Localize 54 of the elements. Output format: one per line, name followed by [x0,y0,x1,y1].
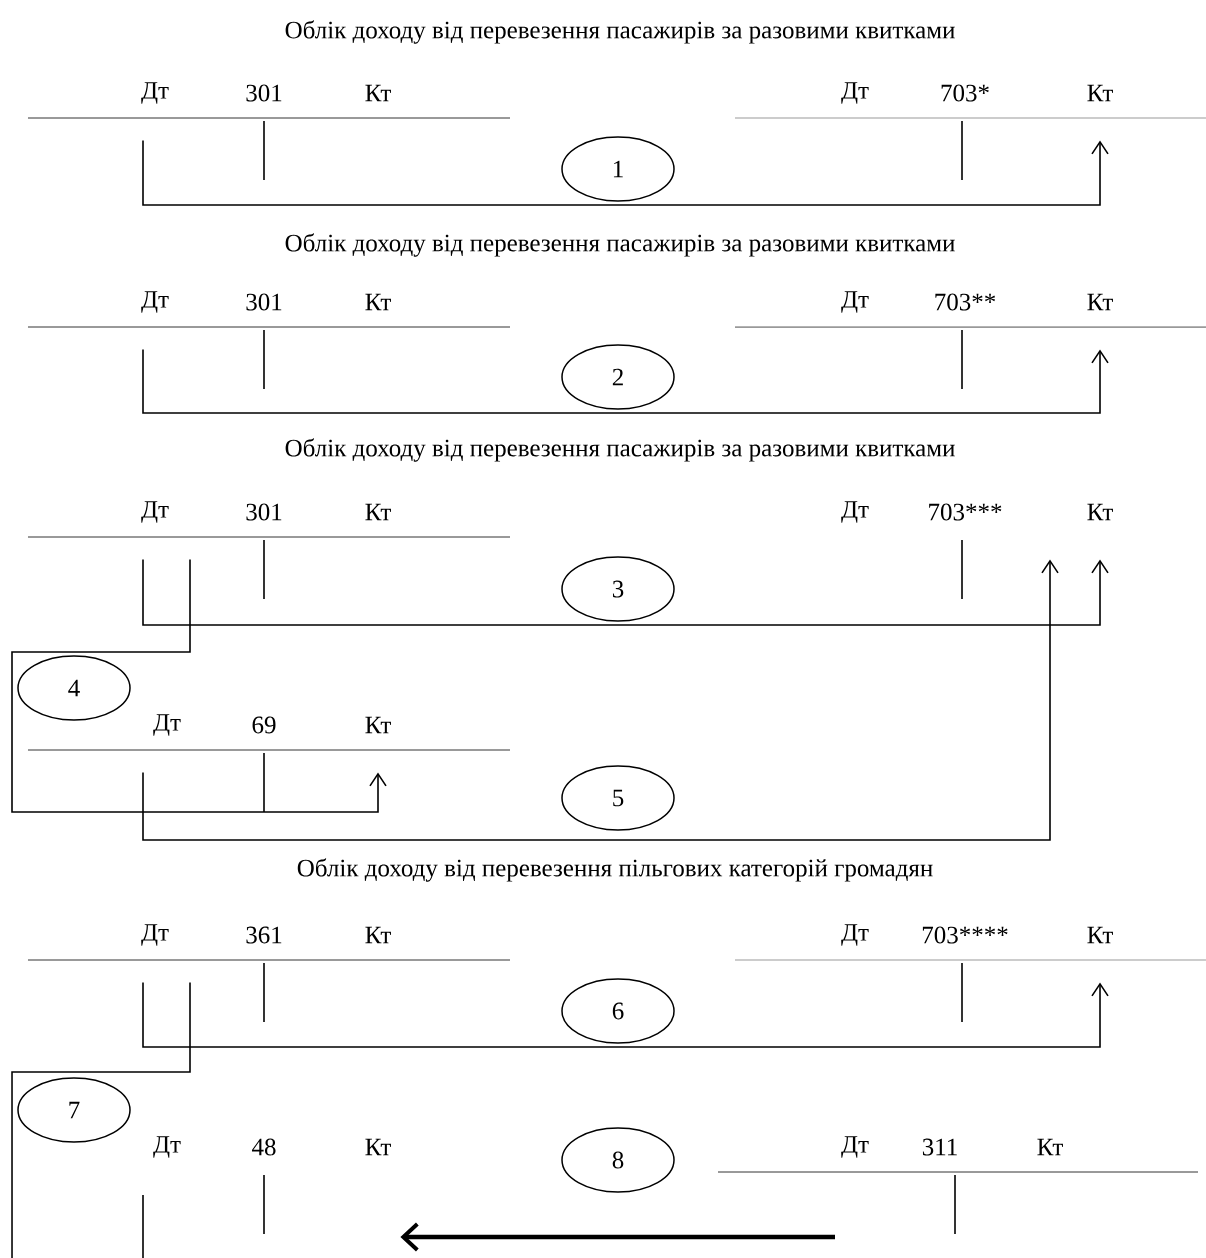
account-number: 703* [941,84,989,102]
credit-label: Кт [1087,926,1113,944]
credit-label: Кт [1087,293,1113,311]
t-account [734,291,1206,390]
credit-label: Кт [365,503,391,521]
account-number: 48 [252,1138,276,1156]
t-account [27,501,511,600]
debit-label: Дт [841,291,869,313]
credit-label: Кт [365,84,391,102]
arrow [400,1222,835,1252]
credit-label: Кт [365,293,391,311]
credit-label: Кт [1087,503,1113,521]
t-account [27,82,511,181]
credit-label: Кт [365,1138,391,1156]
account-number: 703**** [922,926,1008,944]
t-account [27,291,511,390]
section-heading: Облік доходу від перевезення пільгових категорій громадян [297,858,933,882]
arrow [142,348,1109,414]
debit-label: Дт [141,501,169,523]
account-number: 311 [922,1138,957,1156]
account-number: 703*** [929,503,1002,521]
debit-label: Дт [841,1136,869,1158]
connector-line [11,981,191,1258]
debit-label: Дт [153,714,181,736]
arrow [142,139,1109,206]
credit-label: Кт [1037,1138,1063,1156]
debit-label: Дт [141,924,169,946]
t-account [717,1136,1199,1235]
arrow [11,558,387,813]
account-number: 69 [252,716,276,734]
arrow [142,558,1109,626]
t-account [841,501,1113,600]
t-account [142,1136,391,1258]
debit-label: Дт [153,1136,181,1158]
debit-label: Дт [841,924,869,946]
debit-label: Дт [841,501,869,523]
account-number: 703** [935,293,996,311]
account-number: 301 [246,293,282,311]
section-heading: Облік доходу від перевезення пасажирів за разовими квитками [285,20,955,44]
account-number: 301 [246,503,282,521]
credit-label: Кт [365,716,391,734]
account-number: 361 [246,926,282,944]
account-number: 301 [246,84,282,102]
t-account [27,714,511,813]
section-heading: Облік доходу від перевезення пасажирів за разовими квитками [285,233,955,257]
debit-label: Дт [141,291,169,313]
credit-label: Кт [1087,84,1113,102]
t-account [27,924,511,1023]
arrow [142,559,1059,841]
section-heading: Облік доходу від перевезення пасажирів за разовими квитками [285,438,955,462]
debit-label: Дт [841,82,869,104]
arrow [142,981,1109,1048]
credit-label: Кт [365,926,391,944]
debit-label: Дт [141,82,169,104]
